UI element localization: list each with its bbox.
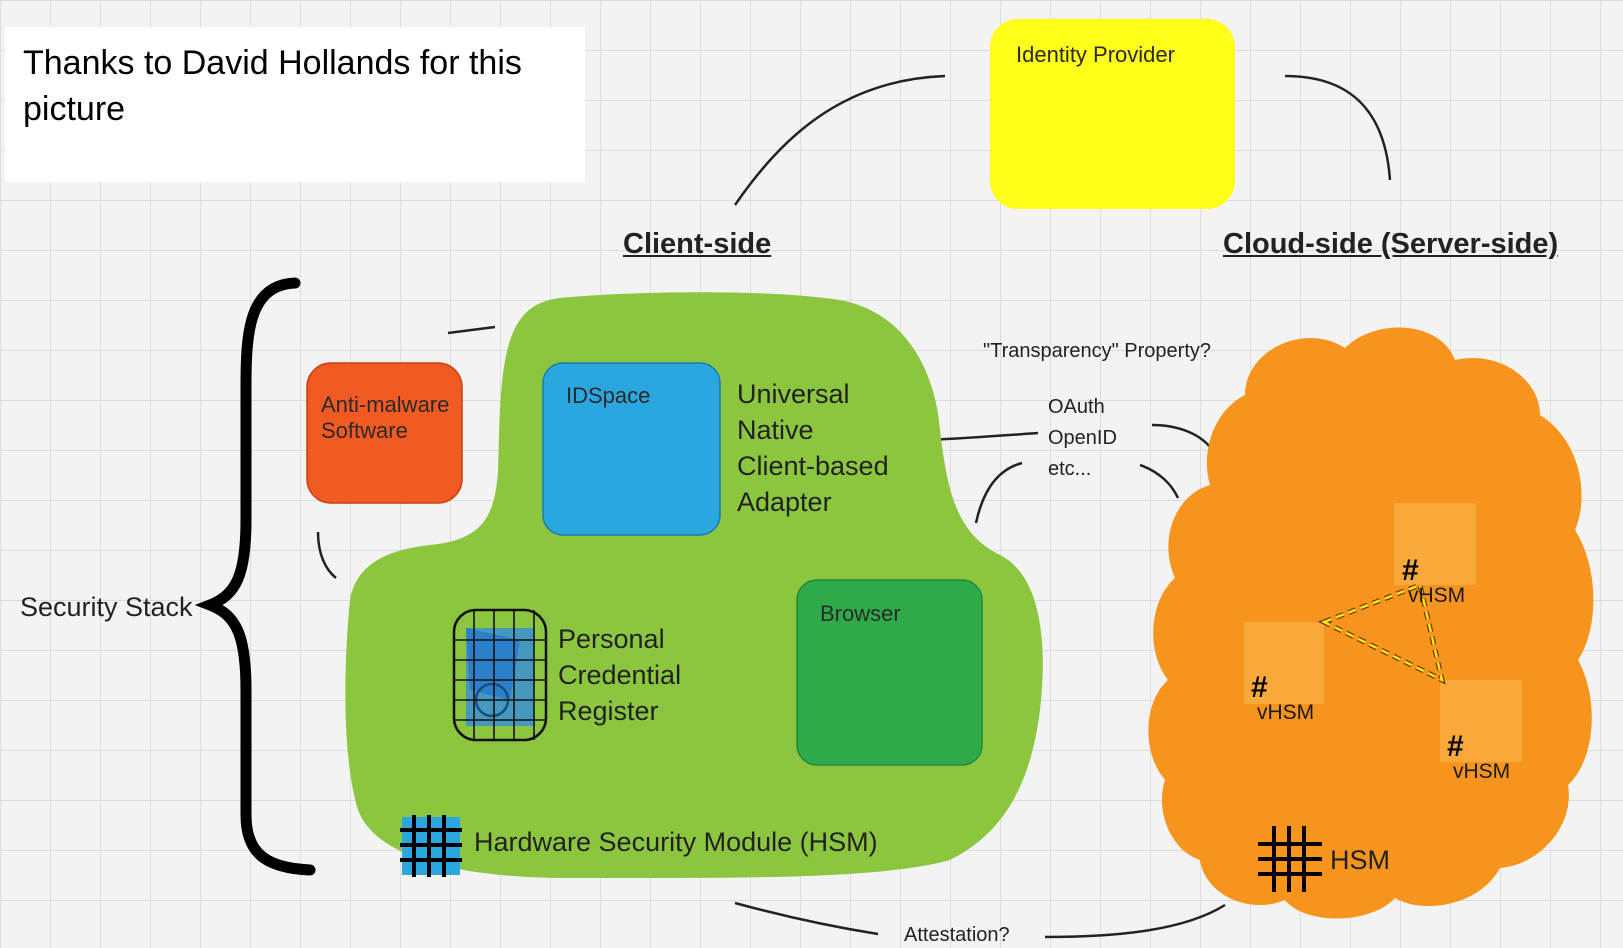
attestation-label: Attestation? (904, 924, 1010, 946)
client-hsm-label: Hardware Security Module (HSM) (474, 827, 878, 857)
vhsm-hash-icon: # (1402, 554, 1419, 587)
idspace-box (542, 362, 721, 536)
connector-attestation-left (734, 901, 879, 936)
connector-client-to-protocols (974, 461, 1023, 524)
protocol-oauth: OAuth (1048, 396, 1105, 418)
connector-protocols-to-cloud-upper (1151, 423, 1211, 448)
adapter-line-3: Client-based (737, 451, 889, 481)
vhsm-text: vHSM (1257, 701, 1315, 724)
credential-line-1: Personal (558, 624, 665, 654)
identity-provider-box (990, 19, 1235, 209)
connector-idp-to-cloud (1284, 74, 1392, 181)
security-stack-label: Security Stack (20, 592, 193, 622)
connector-adapter-to-protocols (927, 431, 1039, 442)
credit-note: Thanks to David Hollands for this pictur… (5, 27, 585, 182)
adapter-line-2: Native (737, 415, 814, 445)
cloud-side-heading: Cloud-side (Server-side) (1223, 228, 1559, 260)
vhsm-box-left (1244, 622, 1324, 704)
credential-line-2: Credential (558, 660, 682, 690)
vhsm-text: vHSM (1453, 760, 1511, 783)
protocol-etc: etc... (1048, 458, 1092, 480)
protocol-openid: OpenID (1048, 427, 1117, 449)
vhsm-link-triangle (1317, 581, 1446, 685)
security-stack-brace (194, 277, 316, 876)
cloud-side-area (1148, 327, 1594, 919)
vhsm-label-left: # vHSM (1251, 671, 1315, 725)
adapter-line-1: Universal (737, 379, 850, 409)
vhsm-text: vHSM (1408, 584, 1466, 607)
client-side-heading: Client-side (623, 228, 772, 260)
connector-stack-left (316, 531, 337, 579)
connector-client-to-idp (733, 74, 946, 206)
connector-attestation-right (1044, 903, 1226, 939)
identity-provider-label: Identity Provider (1016, 42, 1175, 67)
credential-line-3: Register (558, 696, 659, 726)
cloud-hsm-label: HSM (1330, 845, 1390, 875)
cloud-hsm-icon (1258, 826, 1322, 892)
browser-box (796, 579, 983, 766)
vhsm-hash-icon: # (1251, 671, 1268, 704)
anti-malware-label: Anti-malware Software (321, 392, 451, 445)
connector-protocols-to-cloud-lower (1139, 463, 1180, 499)
idspace-label: IDSpace (566, 383, 651, 408)
protocols-label: OAuth OpenID etc... (1048, 392, 1117, 485)
adapter-label: Universal Native Client-based Adapter (737, 376, 889, 520)
connector-stack-top (447, 325, 496, 335)
vhsm-box-top (1394, 503, 1476, 585)
vhsm-box-right (1440, 680, 1522, 762)
credential-register-label: Personal Credential Register (558, 621, 681, 729)
browser-label: Browser (820, 601, 901, 626)
adapter-line-4: Adapter (737, 487, 832, 517)
anti-malware-box (306, 362, 463, 504)
vhsm-label-right: # vHSM (1447, 730, 1511, 784)
vhsm-hash-icon: # (1447, 730, 1464, 763)
vhsm-label-top: # vHSM (1402, 554, 1466, 608)
transparency-label: "Transparency" Property? (983, 340, 1211, 362)
anti-malware-text: Anti-malware Software (321, 392, 450, 444)
credential-register-icon (452, 608, 548, 742)
client-hsm-icon (400, 815, 462, 877)
